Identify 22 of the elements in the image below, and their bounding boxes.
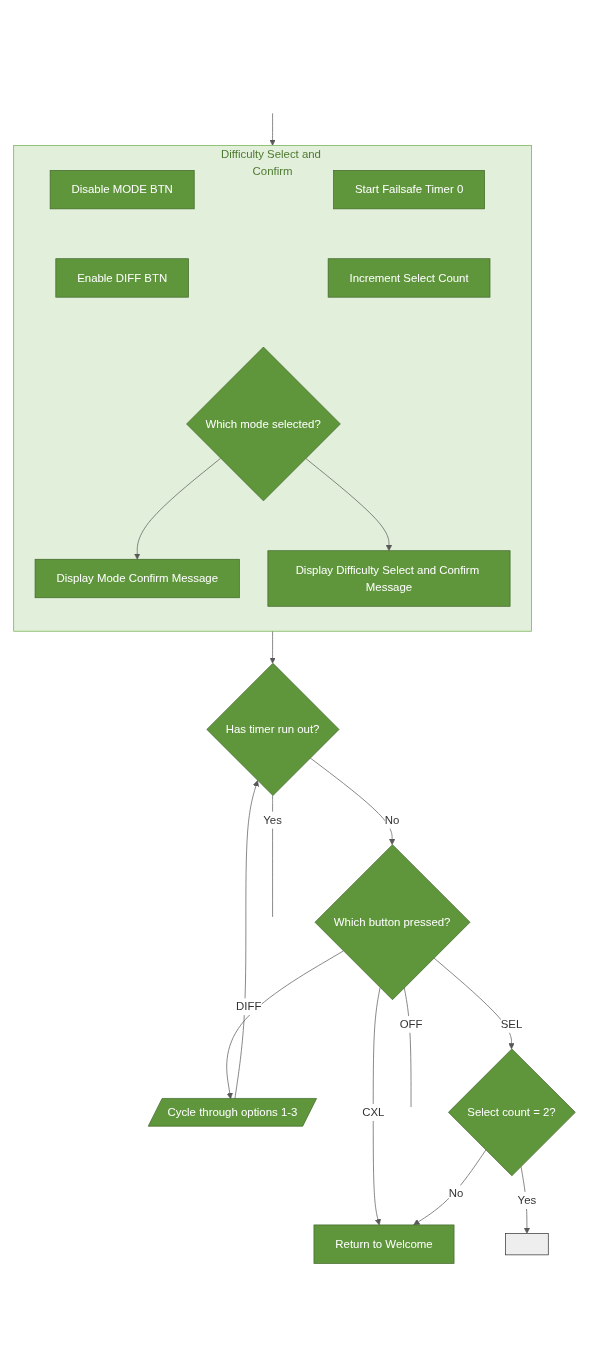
node-diamond: Select count = 2?: [448, 1049, 576, 1177]
node-box: Start Failsafe Timer 0: [333, 170, 485, 210]
edge-label: No: [384, 814, 400, 827]
node-diamond: Which mode selected?: [186, 347, 341, 502]
node-box: Display Mode Confirm Message: [34, 559, 240, 599]
node-diamond: Which button pressed?: [314, 844, 471, 1001]
edge-label: No: [448, 1187, 464, 1201]
edge-label: CXL: [362, 1106, 385, 1119]
node-box: Increment Select Count: [327, 258, 491, 298]
edge-label: Yes: [517, 1194, 537, 1207]
node-box: [505, 1233, 549, 1256]
edge-label: SEL: [500, 1018, 523, 1031]
edge-label: Yes: [263, 814, 282, 827]
connector: [403, 987, 412, 1108]
connector: [272, 795, 273, 918]
edge-label: OFF: [399, 1018, 423, 1031]
node-box: Disable MODE BTN: [49, 170, 195, 210]
node-box: Display Difficulty Select and Confirm Message: [267, 550, 511, 608]
node-box: Enable DIFF BTN: [55, 258, 189, 298]
node-box: Return to Welcome: [313, 1225, 455, 1265]
node-diamond: Has timer run out?: [206, 663, 340, 797]
edge-label: DIFF: [236, 1000, 262, 1013]
